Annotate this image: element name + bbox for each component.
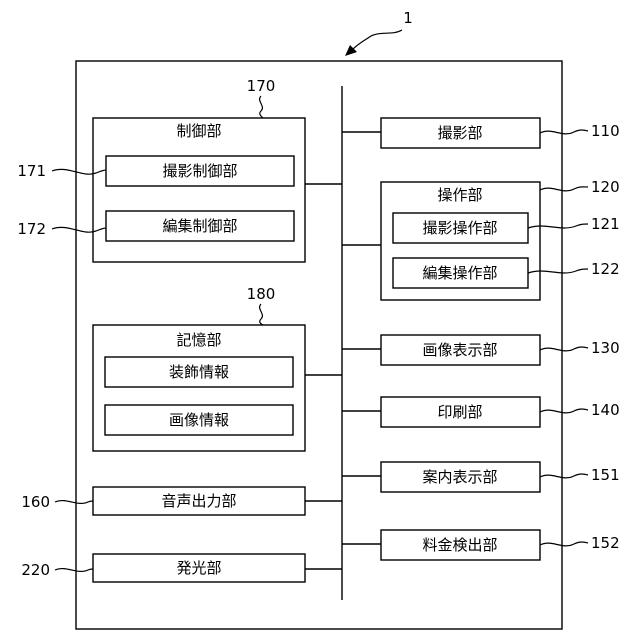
audio-output-ref: 160: [21, 493, 50, 511]
device-ref-leader: [352, 30, 402, 50]
operation-unit-ref: 120: [591, 178, 620, 196]
guide-display-label: 案内表示部: [422, 468, 497, 486]
storage-unit-ref: 180: [247, 285, 276, 303]
control-unit: 制御部 撮影制御部 編集制御部: [93, 118, 305, 262]
fee-detection-ref: 152: [591, 534, 620, 552]
storage-unit: 記憶部 装飾情報 画像情報: [93, 325, 305, 451]
edit-operation-label: 編集操作部: [422, 264, 497, 282]
image-info-label: 画像情報: [169, 411, 229, 429]
light-emitter-label: 発光部: [176, 559, 221, 577]
imaging-control-label: 撮影制御部: [162, 162, 237, 180]
control-unit-ref: 170: [247, 77, 276, 95]
operation-unit: 操作部 撮影操作部 編集操作部: [381, 182, 540, 300]
image-display-ref: 130: [591, 339, 620, 357]
imaging-operation-label: 撮影操作部: [422, 219, 497, 237]
guide-display-ref: 151: [591, 466, 620, 484]
control-unit-title: 制御部: [176, 122, 221, 140]
image-display-label: 画像表示部: [422, 341, 497, 359]
decoration-info-label: 装飾情報: [169, 363, 229, 381]
imaging-control-ref: 171: [17, 162, 46, 180]
printing-ref: 140: [591, 401, 620, 419]
storage-unit-title: 記憶部: [176, 331, 221, 349]
device-ref-label: 1: [403, 9, 413, 27]
operation-unit-title: 操作部: [437, 186, 482, 204]
edit-control-ref: 172: [17, 220, 46, 238]
printing-label: 印刷部: [437, 403, 482, 421]
edit-operation-ref: 122: [591, 260, 620, 278]
fee-detection-label: 料金検出部: [422, 536, 497, 554]
imaging-unit-ref: 110: [591, 122, 620, 140]
imaging-operation-ref: 121: [591, 215, 620, 233]
edit-control-label: 編集制御部: [162, 217, 237, 235]
imaging-unit-label: 撮影部: [437, 124, 482, 142]
light-emitter-ref: 220: [21, 561, 50, 579]
audio-output-label: 音声出力部: [161, 492, 236, 510]
